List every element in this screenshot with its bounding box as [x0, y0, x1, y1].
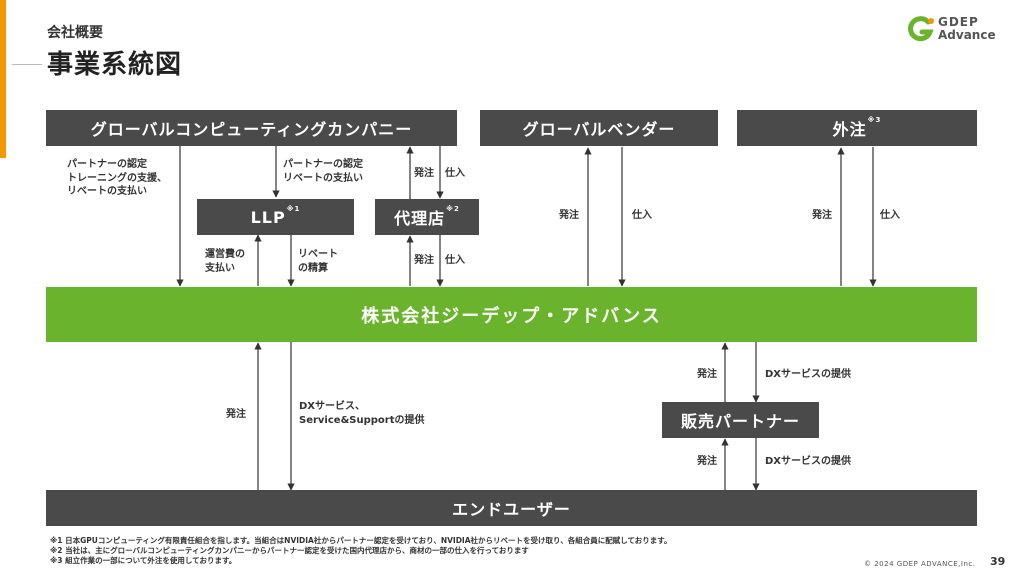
label-line: リベート — [298, 249, 338, 260]
logo-line-1: GDEP — [938, 15, 979, 29]
label-line: の精算 — [298, 262, 328, 274]
section-title: 会社概要 — [47, 25, 103, 41]
label-line: 支払い — [205, 262, 235, 274]
node-sales-partner-label: 販売パートナー — [680, 412, 800, 431]
label-line: 運営費の — [205, 249, 245, 260]
copyright: © 2024 GDEP ADVANCE,Inc. — [864, 560, 976, 568]
label-agency-up-purchase: 仕入 — [445, 168, 465, 179]
page-number: 39 — [990, 555, 1006, 568]
label-line: DXサービス、 — [299, 401, 366, 412]
label-line: トレーニングの支援、 — [67, 172, 167, 184]
node-company: 株式会社ジーデップ・アドバンス — [46, 287, 977, 342]
label-agency-down-order: 発注 — [414, 255, 434, 266]
page-title: 事業系統図 — [47, 50, 183, 80]
label-outs-purchase: 仕入 — [880, 210, 900, 221]
node-global-computing-label: グローバルコンピューティングカンパニー — [90, 120, 413, 139]
label-gc-partner-support: パートナーの認定 トレーニングの支援、 リベートの支払い — [67, 158, 167, 199]
footnote-3: ※3 組立作業の一部について外注を使用しております。 — [50, 556, 237, 566]
label-agency-up-order: 発注 — [414, 168, 434, 179]
node-sales-partner: 販売パートナー — [662, 402, 819, 438]
label-agency-down-purchase: 仕入 — [445, 255, 465, 266]
label-line: リベートの支払い — [67, 186, 147, 197]
node-outsourcing-note: ※3 — [867, 116, 882, 124]
node-global-vendor: グローバルベンダー — [480, 110, 718, 146]
label-line: パートナーの認定 — [67, 159, 147, 170]
node-company-label: 株式会社ジーデップ・アドバンス — [361, 305, 662, 327]
footnote-2: ※2 当社は、主にグローバルコンピューティングカンパニーからパートナー認定を受け… — [50, 546, 529, 556]
label-sp-down-order: 発注 — [697, 456, 717, 467]
label-llp-rebate: リベート の精算 — [298, 248, 338, 275]
label-vendor-purchase: 仕入 — [632, 210, 652, 221]
node-llp-note: ※1 — [286, 205, 301, 213]
label-line: Service&Supportの提供 — [299, 414, 425, 426]
node-llp: LLP※1 — [197, 199, 354, 235]
node-agency-label: 代理店 — [394, 209, 446, 228]
label-line: パートナーの認定 — [283, 159, 363, 170]
label-outs-order: 発注 — [812, 210, 832, 221]
label-eu-service: DXサービス、 Service&Supportの提供 — [299, 400, 425, 427]
logo-mark-icon — [908, 16, 934, 42]
node-end-user-label: エンドユーザー — [452, 500, 571, 519]
node-agency-note: ※2 — [446, 205, 460, 213]
label-sp-up-order: 発注 — [697, 369, 717, 380]
node-end-user: エンドユーザー — [46, 490, 977, 526]
label-llp-operating: 運営費の 支払い — [205, 248, 245, 275]
footnote-1: ※1 日本GPUコンピューティング有限責任組合を指します。当組合はNVIDIA社… — [50, 536, 672, 545]
label-vendor-order: 発注 — [559, 210, 579, 221]
label-sp-up-service: DXサービスの提供 — [765, 369, 852, 380]
label-gc-llp: パートナーの認定 リベートの支払い — [283, 158, 363, 185]
accent-bar — [0, 0, 6, 158]
node-outsourcing-label: 外注 — [832, 120, 867, 139]
company-logo: GDEP Advance — [908, 16, 1008, 42]
node-global-vendor-label: グローバルベンダー — [522, 120, 676, 139]
logo-text: GDEP Advance — [938, 16, 996, 41]
node-llp-label: LLP — [250, 207, 286, 227]
node-global-computing: グローバルコンピューティングカンパニー — [46, 110, 457, 146]
node-outsourcing: 外注※3 — [737, 110, 977, 146]
header-rule — [12, 64, 42, 65]
label-sp-down-service: DXサービスの提供 — [765, 456, 852, 467]
logo-line-2: Advance — [938, 28, 996, 42]
label-line: リベートの支払い — [283, 172, 363, 184]
node-agency: 代理店※2 — [375, 199, 479, 235]
footnotes: ※1 日本GPUコンピューティング有限責任組合を指します。当組合はNVIDIA社… — [50, 536, 672, 566]
label-eu-order: 発注 — [226, 409, 246, 420]
